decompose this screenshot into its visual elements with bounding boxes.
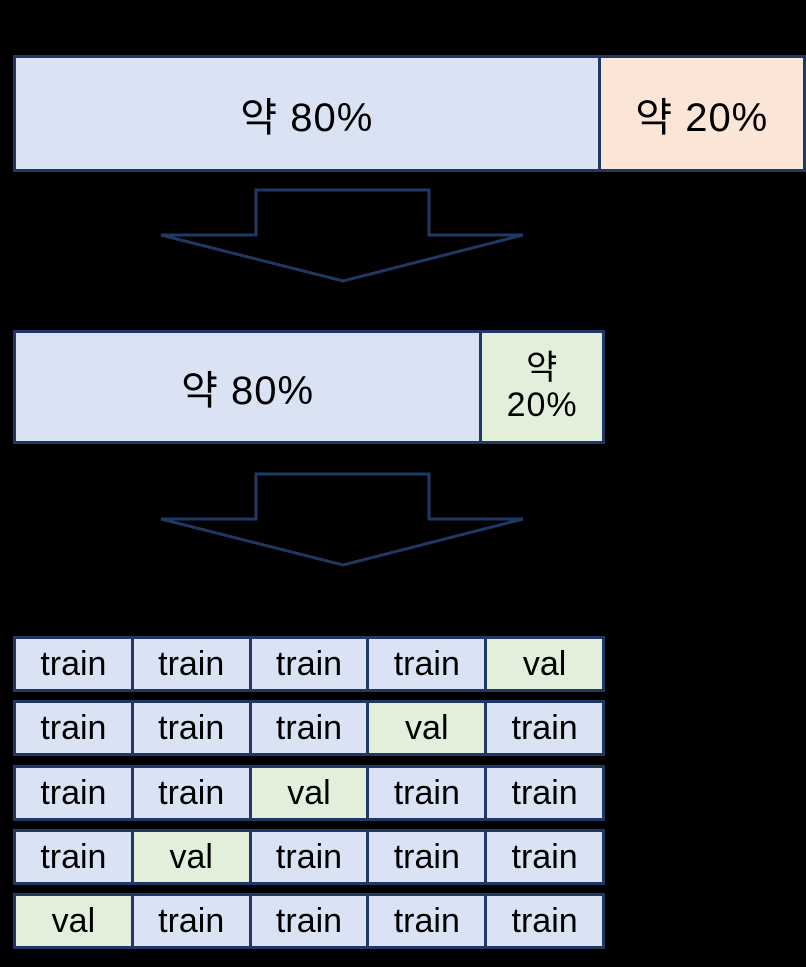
fold-row: train train train val train bbox=[13, 700, 605, 756]
grid-cell: val bbox=[130, 829, 252, 885]
fold-row: train train val train train bbox=[13, 765, 605, 821]
grid-cell: train bbox=[13, 829, 134, 885]
grid-cell: train bbox=[484, 700, 605, 756]
subtrain-80-section: 약 80% bbox=[16, 333, 483, 441]
train-80-label: 약 80% bbox=[240, 95, 374, 140]
top-split-bar: 약 80% 약 20% bbox=[13, 55, 806, 172]
grid-cell: val bbox=[366, 700, 488, 756]
grid-cell: train bbox=[130, 700, 252, 756]
test-20-section: 약 20% bbox=[600, 58, 803, 169]
grid-cell: train bbox=[248, 893, 370, 949]
grid-cell: train bbox=[248, 700, 370, 756]
fold-row: train train train train val bbox=[13, 636, 605, 692]
train-80-section: 약 80% bbox=[16, 58, 601, 169]
grid-cell: train bbox=[248, 636, 370, 692]
grid-cell: train bbox=[130, 893, 252, 949]
val-20-section: 약 20% bbox=[482, 333, 602, 441]
fold-row: val train train train train bbox=[13, 893, 605, 949]
grid-cell: train bbox=[366, 636, 488, 692]
grid-cell: train bbox=[366, 829, 488, 885]
fold-row: train val train train train bbox=[13, 829, 605, 885]
grid-cell: train bbox=[484, 765, 605, 821]
subtrain-80-label: 약 80% bbox=[181, 369, 315, 413]
grid-cell: train bbox=[13, 765, 134, 821]
grid-cell: train bbox=[13, 636, 134, 692]
grid-cell: val bbox=[248, 765, 370, 821]
grid-cell: train bbox=[366, 765, 488, 821]
middle-split-bar: 약 80% 약 20% bbox=[13, 330, 605, 444]
grid-cell: val bbox=[13, 893, 134, 949]
grid-cell: train bbox=[484, 829, 605, 885]
grid-cell: train bbox=[130, 636, 252, 692]
grid-cell: train bbox=[366, 893, 488, 949]
grid-cell: val bbox=[484, 636, 605, 692]
grid-cell: train bbox=[13, 700, 134, 756]
val-20-label-line2: 20% bbox=[506, 386, 578, 424]
down-arrow-icon bbox=[160, 472, 524, 567]
test-20-label: 약 20% bbox=[635, 95, 769, 140]
down-arrow-icon bbox=[160, 188, 524, 283]
grid-cell: train bbox=[248, 829, 370, 885]
grid-cell: train bbox=[484, 893, 605, 949]
grid-cell: train bbox=[130, 765, 252, 821]
val-20-label-line1: 약 bbox=[525, 349, 559, 388]
